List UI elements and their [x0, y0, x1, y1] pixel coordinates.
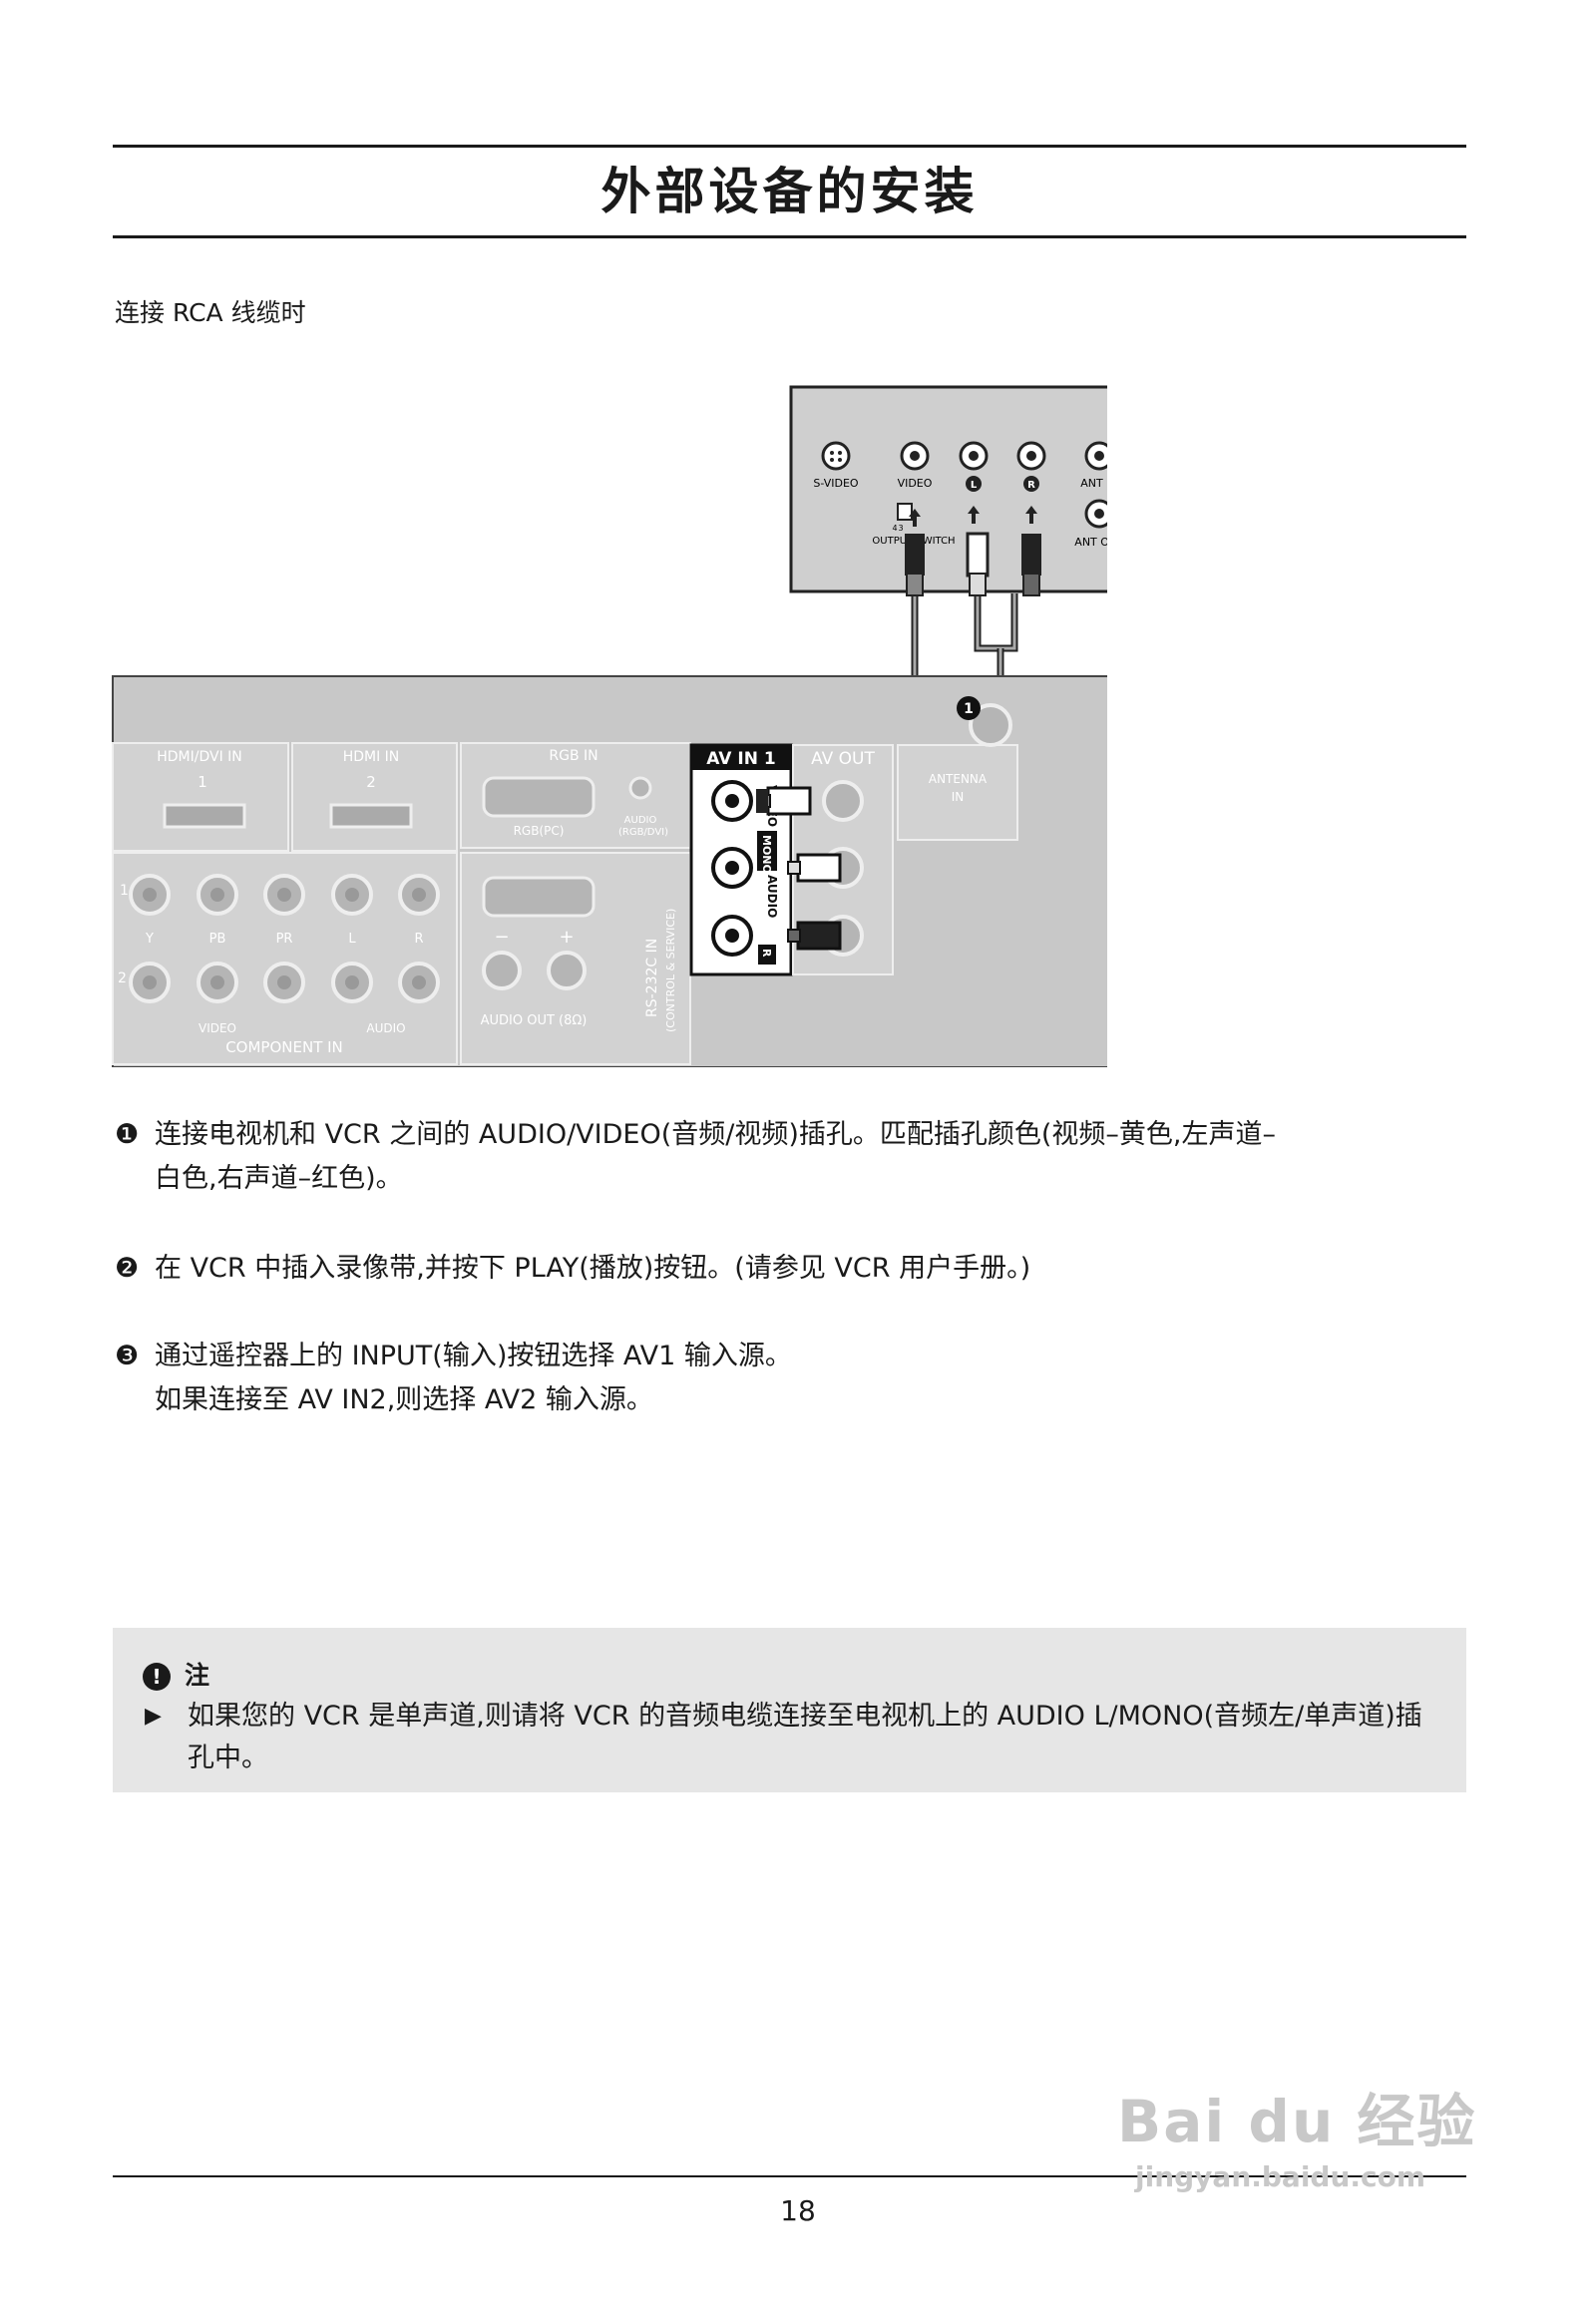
header-bottom-rule: [113, 235, 1466, 238]
svg-text:VIDEO: VIDEO: [199, 1021, 236, 1035]
watermark-brand: Bai du 经验: [1117, 2088, 1477, 2155]
note-text: 如果您的 VCR 是单声道,则请将 VCR 的音频电缆连接至电视机上的 AUDI…: [188, 1701, 1422, 1773]
antenna-jack: [969, 703, 1012, 747]
svg-text:−: −: [494, 927, 509, 948]
label-av-in-1: AV IN 1: [706, 749, 775, 769]
rca-plug-video: [905, 534, 925, 576]
svg-text:AUDIO: AUDIO: [624, 815, 657, 826]
svg-text:+: +: [559, 927, 574, 948]
label-hdmi-dvi-in: HDMI/DVI IN: [157, 749, 242, 765]
s-video-jack: [821, 441, 851, 471]
step-2: ❷ 在 VCR 中插入录像带,并按下 PLAY(播放)按钮。(请参见 VCR 用户…: [115, 1247, 1030, 1291]
section-subtitle: 连接 RCA 线缆时: [115, 298, 306, 327]
svg-text:L: L: [348, 932, 356, 947]
tv-plug-video: [766, 786, 812, 816]
watermark-url: jingyan.baidu.com: [1135, 2160, 1426, 2193]
vcr-panel: S-VIDEO VIDEO L R ANT IN ANT OUT 3 4 OUT…: [789, 385, 1107, 593]
label-rgb-in: RGB IN: [549, 748, 598, 764]
svg-text:2: 2: [118, 970, 127, 986]
component-jack-pin: [412, 975, 426, 989]
step-2-line-1: 在 VCR 中插入录像带,并按下 PLAY(播放)按钮。(请参见 VCR 用户手…: [155, 1253, 1031, 1284]
step-1-line-1: 连接电视机和 VCR 之间的 AUDIO/VIDEO(音频/视频)插孔。匹配插孔…: [155, 1119, 1276, 1150]
svg-text:PR: PR: [276, 932, 293, 947]
component-jack-pin: [277, 975, 291, 989]
component-jack-pin: [210, 975, 224, 989]
svg-text:2: 2: [366, 773, 376, 791]
tv-plug-audio-r: [796, 921, 842, 951]
tv-rear-panel: HDMI/DVI IN 1 HDMI IN 2 1 2 Y PB PR L R …: [112, 675, 1107, 1067]
svg-text:IN: IN: [952, 790, 965, 804]
step-3-line-2: 如果连接至 AV IN2,则选择 AV2 输入源。: [155, 1384, 653, 1415]
connection-diagram: S-VIDEO VIDEO L R ANT IN ANT OUT 3 4 OUT…: [112, 385, 1107, 1067]
step-2-marker: ❷: [115, 1253, 140, 1284]
step-3: ❸ 通过遥控器上的 INPUT(输入)按钮选择 AV1 输入源。 如果连接至 AV…: [115, 1335, 792, 1422]
note-header: !注: [143, 1656, 1431, 1696]
arrow-up-icon: [1025, 506, 1037, 524]
svg-text:3: 3: [898, 524, 903, 533]
callout-number: 1: [964, 701, 974, 717]
note-box: !注 ▶ 如果您的 VCR 是单声道,则请将 VCR 的音频电缆连接至电视机上的…: [113, 1628, 1466, 1792]
output-switch: [897, 503, 913, 521]
note-body: ▶ 如果您的 VCR 是单声道,则请将 VCR 的音频电缆连接至电视机上的 AU…: [143, 1696, 1431, 1779]
vcr-label-r: R: [1027, 480, 1035, 491]
step-1-line-2: 白色,右声道–红色)。: [155, 1163, 403, 1194]
step-1: ❶ 连接电视机和 VCR 之间的 AUDIO/VIDEO(音频/视频)插孔。匹配插…: [115, 1113, 1276, 1201]
vcr-label-s-video: S-VIDEO: [813, 477, 858, 490]
arrow-up-icon: [909, 509, 921, 527]
component-jack-pin: [412, 888, 426, 902]
vcr-label-video: VIDEO: [898, 477, 933, 490]
vcr-label-l: L: [971, 480, 978, 491]
label-audio-out: AUDIO OUT (8Ω): [481, 1013, 588, 1028]
step-1-marker: ❶: [115, 1119, 140, 1150]
arrow-up-icon: [968, 506, 980, 524]
svg-text:Y: Y: [145, 932, 154, 947]
label-av-out: AV OUT: [811, 749, 875, 769]
rca-plug-audio-r: [1021, 534, 1041, 576]
vcr-label-ant-in: ANT IN: [1080, 477, 1107, 490]
vcr-label-ant-out: ANT OUT: [1074, 536, 1107, 549]
rca-plug-audio-l: [966, 532, 990, 578]
header-top-rule: [113, 145, 1466, 148]
callout-badge: [957, 696, 981, 720]
svg-text:MONO: MONO: [760, 835, 773, 874]
component-jack-pin: [210, 888, 224, 902]
svg-text:RGB(PC): RGB(PC): [514, 824, 565, 838]
component-jack-pin: [345, 975, 359, 989]
footer-rule: [113, 2175, 1466, 2177]
hdmi-port-2: [329, 803, 413, 829]
label-component-in: COMPONENT IN: [225, 1038, 343, 1056]
rs232-port: [482, 876, 596, 918]
note-title: 注: [185, 1661, 210, 1690]
step-3-marker: ❸: [115, 1341, 140, 1371]
svg-text:(RGB/DVI): (RGB/DVI): [618, 827, 668, 838]
svg-text:PB: PB: [209, 932, 226, 947]
page-title: 外部设备的安装: [600, 163, 979, 220]
svg-text:1: 1: [198, 773, 207, 791]
svg-text:R: R: [760, 949, 773, 958]
label-rs232: RS-232C IN: [644, 939, 660, 1017]
label-hdmi-in: HDMI IN: [343, 749, 400, 765]
audio-rgb-jack: [628, 776, 652, 800]
component-jack-pin: [143, 975, 157, 989]
step-3-line-1: 通过遥控器上的 INPUT(输入)按钮选择 AV1 输入源。: [155, 1341, 792, 1371]
hdmi-port-1: [163, 803, 246, 829]
svg-text:AUDIO: AUDIO: [765, 875, 779, 918]
component-jack-pin: [345, 888, 359, 902]
watermark: Bai du 经验 jingyan.baidu.com: [1117, 2075, 1476, 2193]
warning-icon: !: [143, 1663, 171, 1691]
tv-plug-audio-l: [796, 853, 842, 883]
svg-text:1: 1: [120, 883, 129, 899]
svg-text:(CONTROL & SERVICE): (CONTROL & SERVICE): [664, 909, 677, 1032]
rgb-port: [482, 776, 596, 818]
component-jack-pin: [143, 888, 157, 902]
tv-side-plugs: [756, 786, 842, 951]
component-jack-pin: [277, 888, 291, 902]
svg-text:AUDIO: AUDIO: [366, 1021, 405, 1035]
triangle-bullet-icon: ▶: [145, 1704, 162, 1729]
svg-text:R: R: [414, 932, 423, 947]
page-number: 18: [780, 2194, 816, 2227]
svg-text:4: 4: [892, 524, 897, 533]
label-antenna: ANTENNA: [929, 772, 988, 786]
